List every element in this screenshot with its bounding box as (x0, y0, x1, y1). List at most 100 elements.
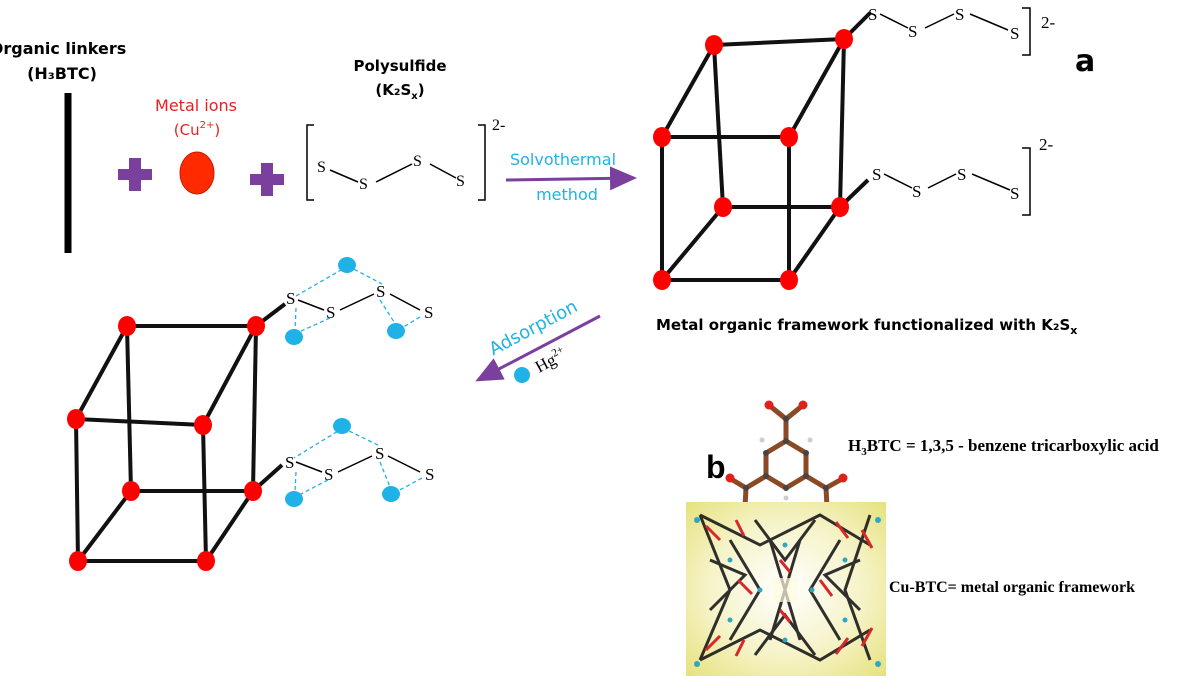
adsorbed-bottom-s3: S (375, 444, 384, 463)
product-node (780, 127, 798, 147)
polysulfide-formula: (K₂Sx) (375, 81, 424, 102)
adsorbed-node (122, 481, 140, 501)
adsorbed-top-s4: S (424, 303, 433, 322)
polysulfide-s2: S (359, 176, 368, 193)
product-bottom-charge: 2- (1039, 135, 1054, 154)
polysulfide-s1: S (317, 159, 326, 176)
product-mof-cube (653, 11, 872, 290)
adsorbed-bottom-coordination (293, 427, 423, 496)
metal-formula-close: ) (214, 121, 220, 139)
adsorbed-bottom-s2: S (324, 465, 333, 484)
adsorbed-node (194, 415, 212, 435)
product-metal-nodes (653, 29, 853, 290)
adsorbed-node (244, 481, 262, 501)
adsorbed-top-s1: S (286, 289, 295, 308)
adsorbed-bottom-hg (285, 418, 400, 507)
polysulfide-left-bracket (306, 124, 314, 201)
polysulfide-atoms: S S S S (317, 153, 465, 193)
adsorbed-top-bonds (297, 293, 421, 311)
product-bottom-s3: S (957, 165, 966, 184)
metal-charge: 2+ (200, 120, 215, 131)
polysulfide-right-bracket (478, 124, 486, 201)
h3btc-rest: BTC = 1,3,5 - benzene tricarboxylic acid (867, 436, 1160, 455)
panel-label-a: a (1075, 44, 1095, 79)
product-chain-bottom-atoms: S S S S (872, 165, 1019, 203)
metal-formula-base: (Cu (174, 121, 200, 139)
product-top-s3: S (955, 5, 964, 24)
product-bottom-s1: S (872, 165, 881, 184)
adsorbed-node (247, 316, 265, 336)
adsorption-arrow (475, 314, 601, 382)
synthesis-arrow (505, 166, 637, 191)
adsorbed-top-s2: S (326, 303, 335, 322)
cu-btc-structure-image (686, 502, 886, 676)
product-top-bracket (1022, 7, 1031, 56)
h3btc-sub: 3 (861, 446, 867, 458)
adsorbed-bottom-atoms: S S S S (285, 444, 434, 484)
product-cube-edges (660, 11, 872, 282)
product-bottom-s4: S (1010, 184, 1019, 203)
adsorbed-node (197, 551, 215, 571)
h3btc-prefix: H (848, 436, 861, 455)
plus-sign-1 (118, 158, 152, 191)
product-caption: Metal organic framework functionalized w… (656, 316, 1077, 337)
product-node (705, 35, 723, 55)
product-node (831, 197, 849, 217)
cu-btc-definition: Cu-BTC= metal organic framework (889, 579, 1135, 596)
hg-ion-charge: 2+ (550, 344, 566, 360)
adsorbed-mof-cube (67, 302, 287, 571)
adsorbed-node (118, 316, 136, 336)
adsorbed-node (69, 551, 87, 571)
panel-label-b: b (706, 449, 726, 485)
adsorbed-top-s3: S (376, 282, 385, 301)
product-bottom-bracket (1022, 147, 1031, 216)
hg-ion (333, 418, 351, 434)
metal-ions-formula: (Cu2+) (174, 120, 220, 139)
product-chain-bottom-bonds (883, 173, 1011, 191)
h3btc-molecule (725, 400, 848, 513)
polysulfide-title: Polysulfide (354, 57, 447, 75)
product-node (653, 127, 671, 147)
adsorbed-bottom-s4: S (425, 465, 434, 484)
adsorbed-top-atoms: S S S S (286, 282, 433, 322)
product-chain-top-atoms: S S S S (868, 5, 1019, 43)
product-top-s2: S (908, 22, 917, 41)
product-chain-top-bonds (879, 13, 1009, 31)
product-caption-sub: x (1070, 324, 1077, 337)
adsorbed-metal-nodes (67, 316, 265, 571)
polysulfide-bonds (329, 163, 457, 183)
adsorbed-top-coordination (294, 265, 421, 333)
product-bottom-s2: S (912, 182, 921, 201)
synthesis-label-line1: Solvothermal (510, 150, 616, 169)
synthesis-label-line2: method (536, 185, 598, 204)
product-top-charge: 2- (1041, 13, 1056, 32)
product-caption-main: Metal organic framework functionalized w… (656, 316, 1070, 334)
hg-ion (338, 257, 356, 273)
organic-linkers-title: Organic linkers (0, 39, 126, 58)
product-node (835, 29, 853, 49)
product-node (780, 270, 798, 290)
polysulfide-subscript: x (411, 91, 418, 102)
adsorbed-bottom-s1: S (285, 453, 294, 472)
hg-ion (382, 486, 400, 502)
adsorbed-bottom-bonds (295, 455, 421, 473)
h3btc-definition: H3BTC = 1,3,5 - benzene tricarboxylic ac… (848, 436, 1159, 458)
adsorbed-top-hg (285, 257, 405, 345)
polysulfide-s3: S (413, 153, 422, 170)
polysulfide-charge: 2- (492, 117, 505, 134)
product-top-s1: S (868, 5, 877, 24)
product-node (714, 197, 732, 217)
hg-ion (285, 329, 303, 345)
polysulfide-formula-close: ) (418, 81, 425, 99)
polysulfide-s4: S (456, 173, 465, 190)
plus-sign-2 (250, 163, 284, 196)
organic-linkers-formula: (H₃BTC) (27, 64, 97, 83)
metal-ion-node (179, 151, 215, 195)
hg-ion (387, 323, 405, 339)
product-node (653, 270, 671, 290)
hg-ion (285, 491, 303, 507)
metal-ions-title: Metal ions (155, 96, 237, 115)
hg-ion-marker (514, 367, 530, 383)
